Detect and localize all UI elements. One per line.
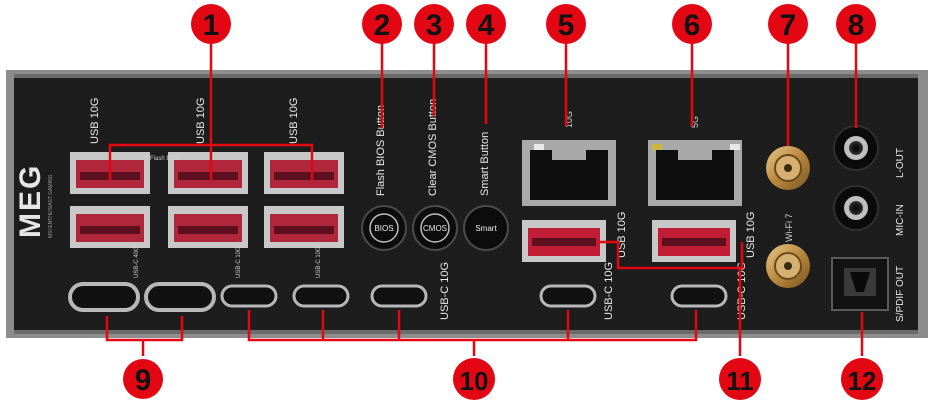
usb-c-10g-small-label: USB-C 10G (236, 246, 242, 278)
lan-5g-port (648, 140, 742, 206)
usb-c-40g-label: USB-C 40G (134, 246, 140, 278)
lan-10g-label: 10G (564, 111, 574, 128)
meg-logo: MEG MSI ENTHUSIAST GAMING (14, 164, 54, 238)
callout-7: 7 (768, 4, 808, 44)
usb-10g-label: USB 10G (195, 98, 207, 144)
callout-8: 8 (836, 4, 876, 44)
line-out-jack (833, 125, 879, 171)
usb-10g-label: USB 10G (288, 98, 300, 144)
svg-text:5: 5 (558, 9, 575, 42)
svg-text:6: 6 (684, 9, 701, 42)
clear-cmos-button[interactable]: CMOS (412, 205, 458, 251)
usb-c-10g-label: USB-C 10G (439, 262, 451, 320)
svg-text:4: 4 (478, 9, 495, 42)
smart-button[interactable]: Smart (463, 205, 509, 251)
usb-c-10g-port (220, 284, 278, 308)
callout-1: 1 (191, 4, 231, 44)
callout-6: 6 (672, 4, 712, 44)
usb-c-40g-port (144, 282, 216, 312)
usb-a-port-group (70, 152, 344, 248)
usb-c-10g-port (539, 284, 597, 308)
svg-text:BIOS: BIOS (374, 224, 393, 233)
callout-9: 9 (123, 359, 163, 399)
callout-5: 5 (546, 4, 586, 44)
svg-text:1: 1 (203, 9, 220, 42)
svg-text:MSI ENTHUSIAST GAMING: MSI ENTHUSIAST GAMING (48, 174, 54, 238)
svg-text:11: 11 (726, 366, 754, 396)
wifi-antenna-connector (766, 244, 810, 288)
usb-c-40g-port-group (68, 282, 216, 312)
usb-a-port (168, 206, 248, 248)
callout-12: 12 (841, 358, 883, 400)
usb-a-port (522, 220, 606, 262)
wifi-antenna-connector (766, 146, 810, 190)
svg-text:10: 10 (460, 366, 489, 396)
lan-10g-port (522, 140, 616, 206)
flash-bios-small-label: Flash BIOS (150, 156, 181, 162)
usb-10g-label: USB 10G (89, 98, 101, 144)
svg-text:Smart: Smart (475, 224, 497, 233)
usb-c-10g-label: USB-C 10G (736, 262, 748, 320)
usb-a-port (70, 206, 150, 248)
usb-10g-label: USB 10G (745, 212, 757, 258)
usb-c-10g-port (670, 284, 728, 308)
svg-text:7: 7 (780, 9, 797, 42)
spdif-optical-port (831, 257, 889, 311)
mic-in-jack (833, 185, 879, 231)
callout-10: 10 (453, 358, 495, 400)
clear-cmos-label: Clear CMOS Button (427, 99, 439, 196)
callout-4: 4 (466, 4, 506, 44)
callout-3: 3 (414, 4, 454, 44)
svg-text:8: 8 (848, 9, 865, 42)
wifi-label: Wi-Fi 7 (784, 214, 794, 243)
callout-11: 11 (719, 358, 761, 400)
flash-bios-button[interactable]: BIOS (361, 205, 407, 251)
line-out-label: L-OUT (895, 148, 906, 178)
svg-text:12: 12 (848, 366, 877, 396)
usb-c-40g-port (68, 282, 140, 312)
svg-text:CMOS: CMOS (423, 224, 447, 233)
svg-text:3: 3 (426, 9, 443, 42)
callout-2: 2 (362, 4, 402, 44)
smart-button-label: Smart Button (479, 132, 491, 196)
svg-text:MEG: MEG (14, 164, 47, 238)
usb-a-port (264, 152, 344, 194)
usb-a-port (652, 220, 736, 262)
usb-c-10g-port (292, 284, 350, 308)
usb-c-10g-small-label: USB-C 10G (316, 246, 322, 278)
mic-in-label: MIC-IN (895, 204, 906, 236)
flash-bios-label: Flash BIOS Button (375, 105, 387, 196)
usb-a-port (168, 152, 248, 194)
lan-5g-label: 5G (690, 116, 700, 128)
spdif-label: S/PDIF OUT (895, 266, 906, 322)
usb-c-10g-port (370, 284, 428, 308)
usb-a-port (264, 206, 344, 248)
svg-text:9: 9 (135, 364, 152, 397)
svg-text:2: 2 (374, 9, 391, 42)
callout-leader-lines (105, 36, 864, 356)
usb-c-10g-label: USB-C 10G (603, 262, 615, 320)
